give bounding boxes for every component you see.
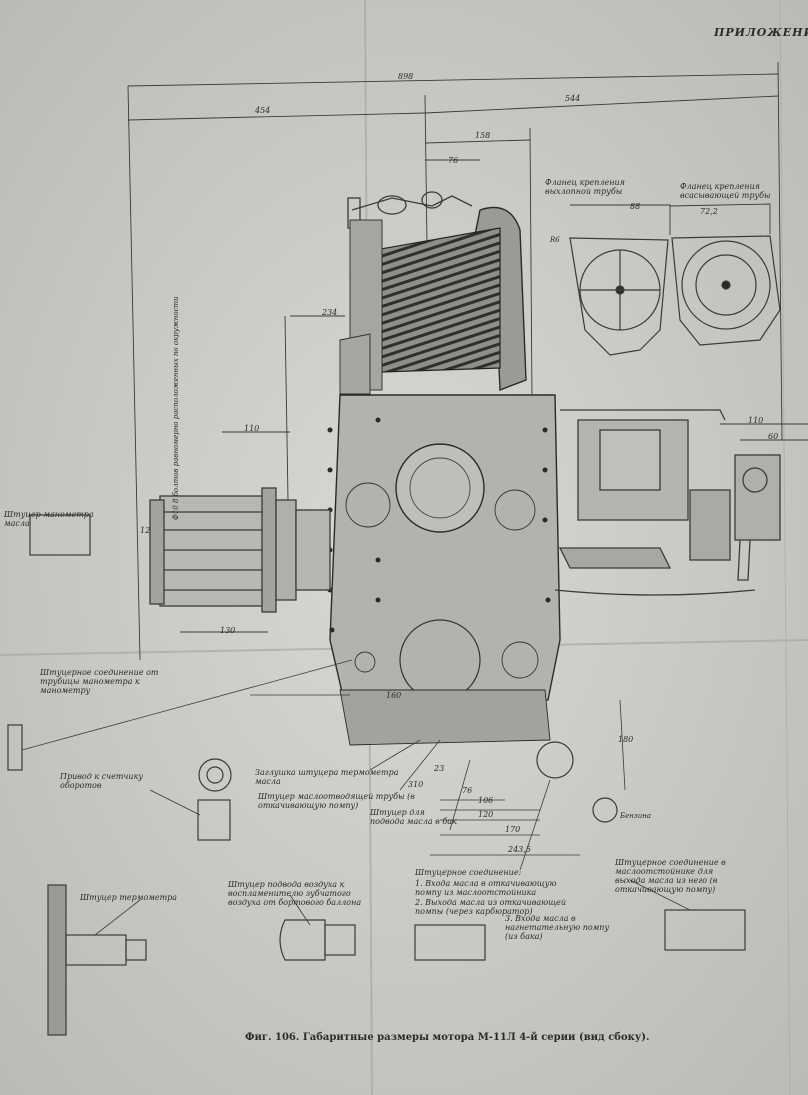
label-oil-inlet-fitting: Штуцер для подвода масла в бак	[370, 808, 457, 826]
exhaust-flange	[569, 237, 669, 356]
label-fitting-list-2: 2. Выхода масла из откачивающей помпы (ч…	[415, 898, 567, 916]
dim-76-bottom: 76	[462, 786, 473, 795]
dim-120: 120	[478, 810, 494, 819]
label-manometer-fitting: Штуцерное соединение от трубицы манометр…	[40, 668, 159, 695]
dim-60: 60	[768, 432, 779, 441]
dim-158: 158	[475, 131, 491, 140]
label-exhaust-flange: Фланец крепления выхлопной трубы	[545, 178, 625, 196]
label-air-supply: Штуцер подвода воздуха к воспламенителю …	[228, 880, 362, 907]
dim-110-right: 110	[748, 416, 764, 425]
dim-12: 12	[140, 526, 151, 535]
label-intake-flange: Фланец крепления всасывающей трубы	[680, 182, 771, 200]
crankcase-bore	[395, 443, 485, 533]
label-benzin: Бензина	[620, 812, 652, 820]
dim-23: 23	[434, 764, 445, 773]
dim-243-5: 243,5	[508, 845, 531, 854]
crankcase	[329, 394, 561, 706]
oil-sump	[339, 689, 551, 746]
label-thermometer-fitting: Штуцер термометра	[80, 893, 178, 902]
label-fitting-list-title: Штуцерное соединение:	[415, 868, 522, 877]
label-fitting-list-3: 3. Входа масла в нагнетательную помпу (и…	[505, 914, 610, 941]
label-bolts-note: Ф10 8 болтов равномерно расположенных по…	[172, 296, 180, 520]
dim-454: 454	[255, 106, 271, 115]
dim-234: 234	[322, 308, 338, 317]
rocker-arms	[347, 191, 473, 229]
dim-88: 88	[630, 202, 641, 211]
dim-r6: R6	[550, 236, 560, 244]
label-tachometer-drive: Привод к счетчику оборотов	[60, 772, 143, 790]
dim-544: 544	[565, 94, 581, 103]
leader-lines	[21, 659, 691, 936]
dim-160: 160	[386, 691, 402, 700]
bottom-fittings	[7, 514, 746, 1036]
page-header: ПРИЛОЖЕНИ	[714, 26, 808, 39]
magneto-carburetor	[554, 409, 781, 596]
dim-170: 170	[505, 825, 521, 834]
dim-130: 130	[220, 626, 236, 635]
label-oil-drain-fitting: Штуцер маслоотводящей трубы (в откачиваю…	[258, 792, 415, 810]
dim-106: 106	[478, 796, 494, 805]
dim-110-left: 110	[244, 424, 260, 433]
dim-72-2: 72,2	[700, 207, 718, 216]
label-fitting-right: Штуцерное соединение в маслоотстойнике д…	[615, 858, 726, 894]
label-thermometer-plug: Заглушка штуцера термометра масла	[255, 768, 399, 786]
intake-flange	[671, 235, 781, 346]
propeller-hub	[149, 487, 331, 613]
cylinder-fins	[374, 227, 501, 373]
dim-898: 898	[398, 72, 414, 81]
label-oil-manometer: Штуцер манометра масла	[4, 510, 94, 528]
dim-180: 180	[618, 735, 634, 744]
dim-310: 310	[408, 780, 424, 789]
label-fitting-list-1: 1. Входа масла в откачивающую помпу из м…	[415, 879, 557, 897]
figure-caption: Фиг. 106. Габаритные размеры мотора М-11…	[245, 1032, 650, 1043]
dim-76-top: 76	[448, 156, 459, 165]
